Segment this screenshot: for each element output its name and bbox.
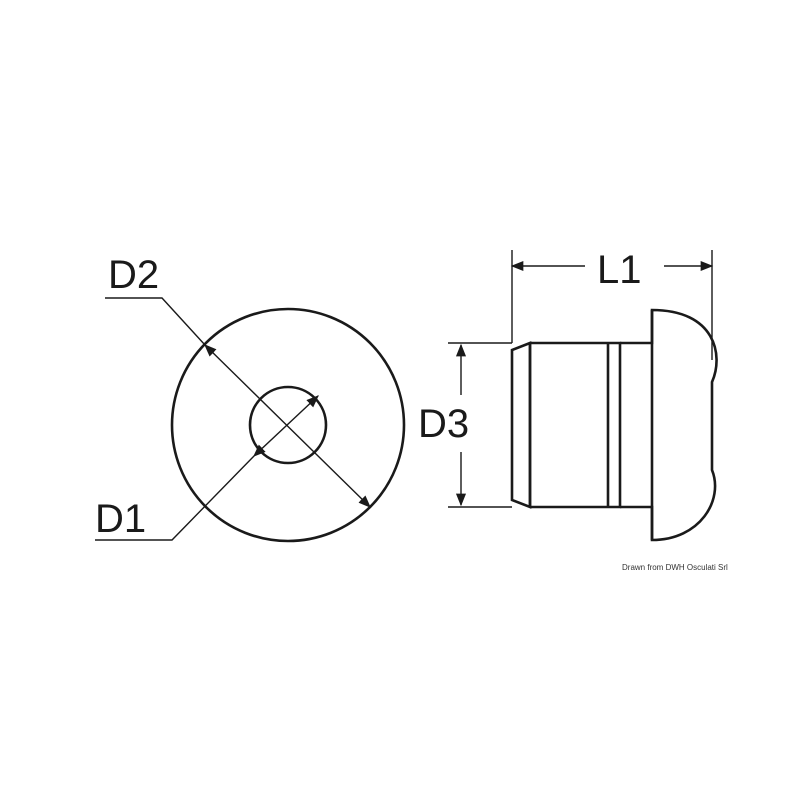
d2-label: D2 [108,253,159,297]
side-view: L1 D3 [418,248,718,542]
d2-leader [105,297,206,346]
d2-dimension-line [204,344,371,508]
l1-label: L1 [597,248,642,292]
d1-dimension-line [253,395,319,457]
d3-label: D3 [418,402,469,446]
d1-label: D1 [95,497,146,541]
shank-chamfer [510,341,532,509]
domed-head [620,308,718,542]
outer-circle [170,307,406,543]
d1-leader [95,455,255,541]
shank-outline [530,341,622,509]
credit-text: Drawn from DWH Osculati Srl [622,563,728,572]
front-view: D2 D1 [95,253,406,543]
